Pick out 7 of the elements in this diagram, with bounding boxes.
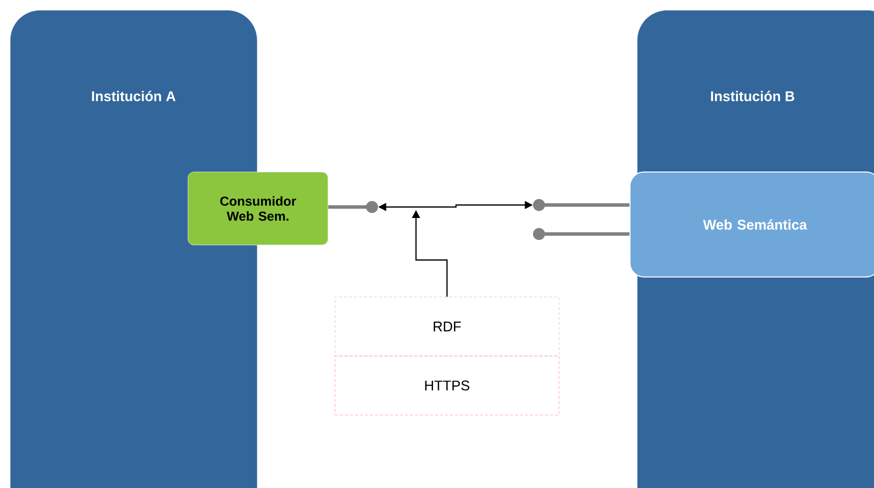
service-box: Web Semántica: [630, 172, 874, 278]
connector-dot: [366, 201, 378, 213]
consumer-box: Consumidor Web Sem.: [188, 172, 328, 246]
layer-box: RDF: [334, 296, 560, 356]
layer-box: HTTPS: [334, 356, 560, 416]
connector-dot: [533, 228, 545, 240]
connector-dot: [533, 199, 545, 211]
